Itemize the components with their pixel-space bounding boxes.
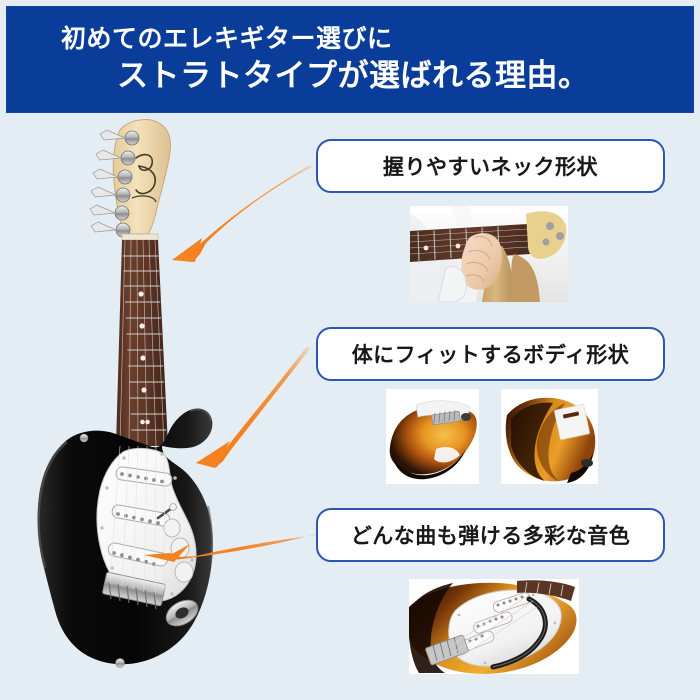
banner-title-line-1: 初めてのエレキギター選びに: [61, 24, 393, 53]
feature-photo-pickups: [409, 579, 579, 674]
feature-photo-body-contour-front: [386, 389, 479, 484]
feature-label-text: 握りやすいネック形状: [383, 154, 598, 179]
feature-label-text: 体にフィットするボディ形状: [351, 342, 630, 367]
product-guitar-image: [12, 116, 280, 696]
banner-title: 初めてのエレキギター選びに ストラトタイプが選ばれる理由。: [7, 7, 693, 112]
feature-label-tone-variety[interactable]: どんな曲も弾ける多彩な音色: [316, 508, 665, 562]
banner-title-line-2: ストラトタイプが選ばれる理由。: [117, 58, 590, 94]
feature-label-body-shape[interactable]: 体にフィットするボディ形状: [316, 327, 665, 381]
feature-label-text: どんな曲も弾ける多彩な音色: [350, 523, 631, 548]
feature-label-neck-shape[interactable]: 握りやすいネック形状: [316, 139, 665, 193]
feature-photo-neck-grip: [410, 206, 568, 302]
header-banner: 初めてのエレキギター選びに ストラトタイプが選ばれる理由。: [6, 6, 694, 113]
feature-photo-body-contour-back: [501, 389, 598, 484]
